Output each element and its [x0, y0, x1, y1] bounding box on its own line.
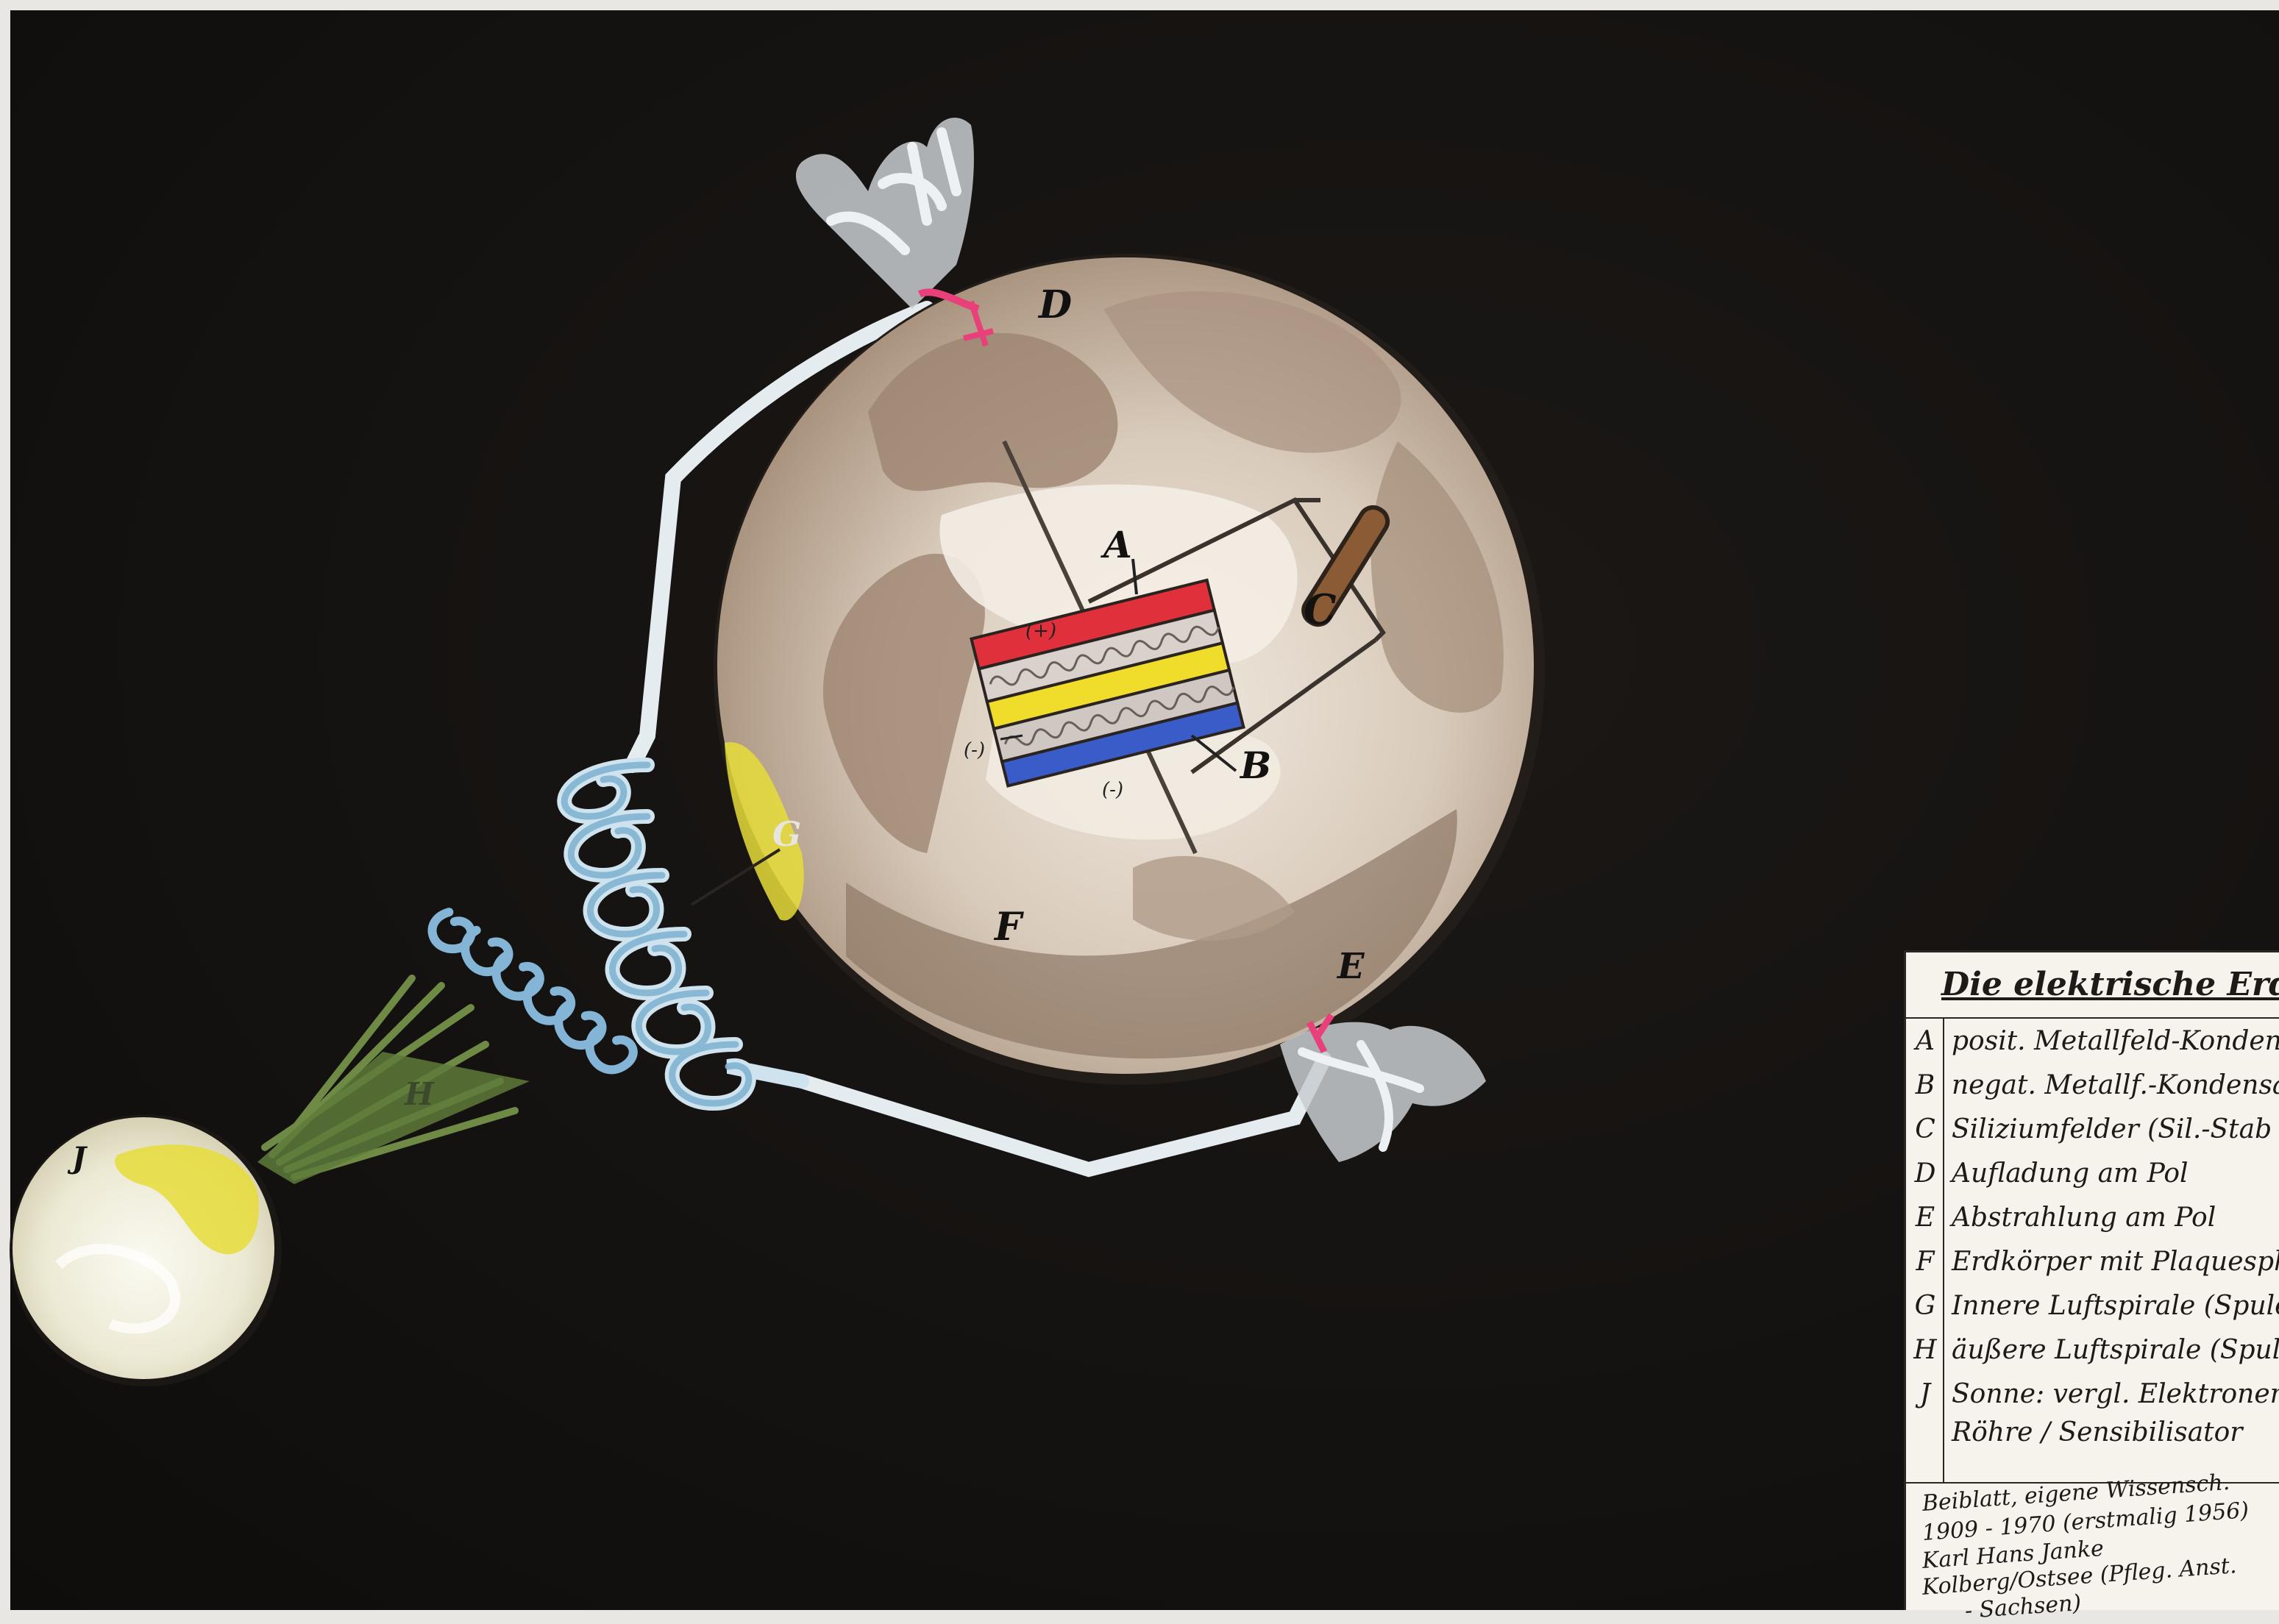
label-f: F	[993, 905, 1024, 950]
label-e: E	[1336, 946, 1365, 987]
legend-row-f: F Erdkörper mit Plaquesphäre	[1906, 1241, 2279, 1285]
pole-e-radiation	[1280, 1015, 1486, 1162]
legend-key: F	[1912, 1247, 1938, 1277]
legend-key: C	[1912, 1114, 1938, 1144]
legend-key: G	[1912, 1291, 1938, 1321]
legend-text: Siliziumfelder (Sil.-Stab	[1952, 1114, 2272, 1144]
sun-j	[10, 1114, 282, 1386]
label-minus-bottom: (-)	[1102, 779, 1123, 801]
legend-row-d: D Aufladung am Pol	[1906, 1153, 2279, 1197]
legend-text: negat. Metallf.-Kondensat	[1952, 1070, 2279, 1100]
legend-key: B	[1912, 1070, 1938, 1100]
label-g: G	[772, 814, 801, 854]
legend-text: Abstrahlung am Pol	[1952, 1203, 2216, 1233]
legend-row-c: C Siliziumfelder (Sil.-Stab	[1906, 1108, 2279, 1153]
legend-key: H	[1912, 1335, 1938, 1365]
label-h: H	[404, 1076, 435, 1112]
legend-row-b: B negat. Metallf.-Kondensat	[1906, 1064, 2279, 1108]
legend-text: äußere Luftspirale (Spule	[1952, 1335, 2279, 1365]
legend-row-a: A posit. Metallfeld-Kondens.	[1906, 1020, 2279, 1064]
legend-text-line2: Röhre / Sensibilisator	[1952, 1417, 2243, 1447]
legend-row-g: G Innere Luftspirale (Spule	[1906, 1285, 2279, 1329]
label-c: C	[1304, 585, 1337, 634]
legend-key: D	[1912, 1158, 1938, 1189]
legend-card: Die elektrische Erde A posit. Metallfeld…	[1904, 950, 2279, 1610]
legend-text: Sonne: vergl. Elektronen	[1952, 1379, 2279, 1409]
label-b: B	[1239, 744, 1271, 787]
legend-text: Innere Luftspirale (Spule	[1952, 1291, 2279, 1321]
label-a: A	[1101, 523, 1132, 566]
legend-title: Die elektrische Erde	[1941, 966, 2279, 1003]
legend-text: posit. Metallfeld-Kondens.	[1952, 1026, 2279, 1056]
legend-text: Aufladung am Pol	[1952, 1158, 2189, 1189]
label-minus-left: (-)	[964, 739, 985, 761]
legend-text: Erdkörper mit Plaquesphäre	[1952, 1247, 2279, 1277]
legend-divider	[1906, 1017, 2279, 1019]
legend-row-e: E Abstrahlung am Pol	[1906, 1197, 2279, 1241]
legend-key: E	[1912, 1203, 1938, 1233]
label-plus: (+)	[1025, 620, 1056, 642]
legend-row-h: H äußere Luftspirale (Spule	[1906, 1329, 2279, 1373]
legend-key: J	[1912, 1379, 1938, 1409]
label-d: D	[1037, 282, 1072, 327]
legend-key: A	[1912, 1026, 1938, 1056]
legend-row-j: J Sonne: vergl. Elektronen Röhre / Sensi…	[1906, 1373, 2279, 1456]
